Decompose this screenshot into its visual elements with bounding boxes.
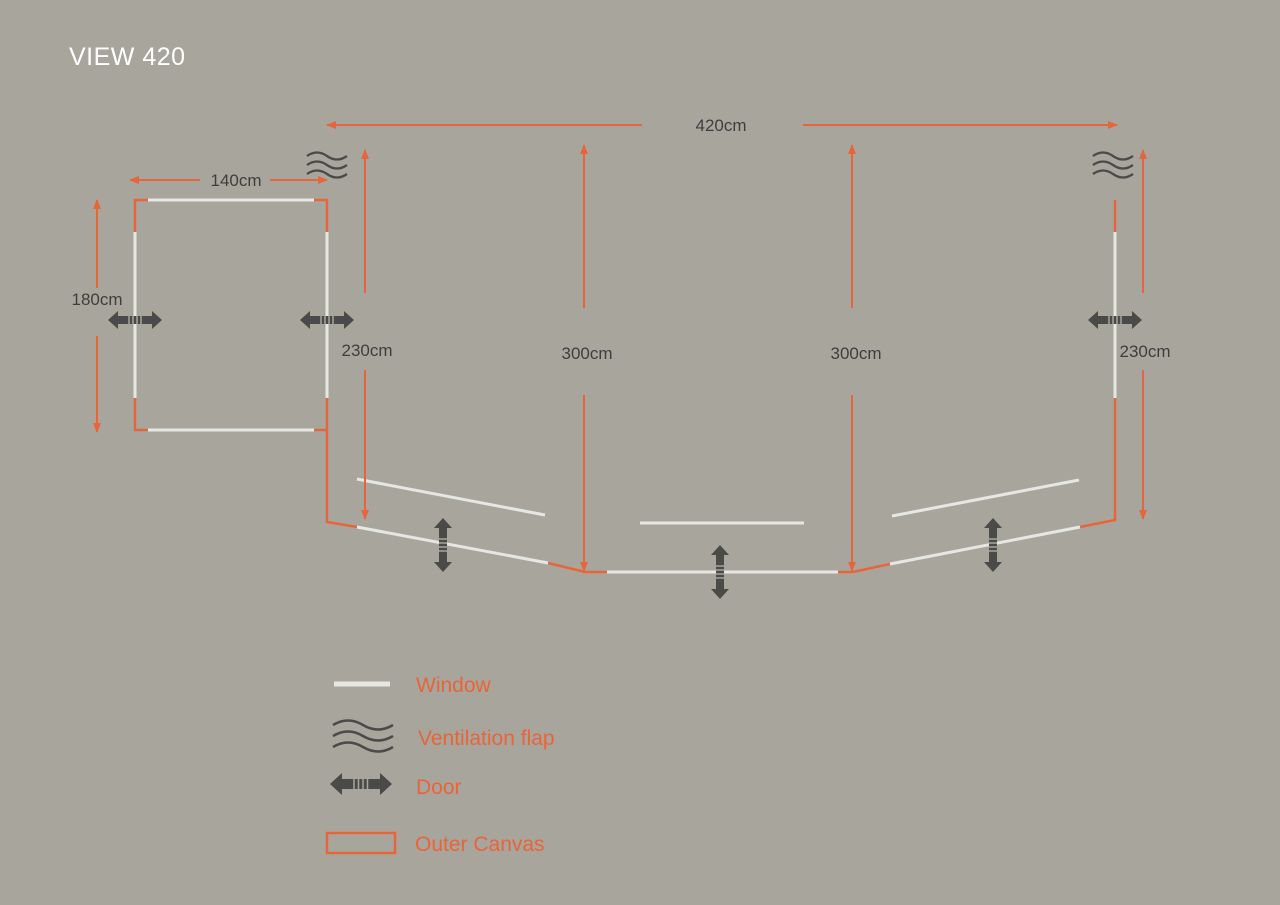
awning-windows xyxy=(356,232,1117,574)
door-icon xyxy=(108,311,162,329)
dim-center-depth-left: 300cm xyxy=(561,344,612,363)
legend-window-label: Window xyxy=(416,674,492,697)
door-icon xyxy=(711,545,729,599)
dim-side-depth-right: 230cm xyxy=(1119,342,1170,361)
door-icon xyxy=(300,311,354,329)
ventilation-flap-icon xyxy=(1092,151,1134,179)
legend-door-label: Door xyxy=(416,776,462,799)
annex-windows xyxy=(133,198,329,432)
dim-annex-depth: 180cm xyxy=(71,290,122,309)
legend: Window Ventilation flap Door Outer Canva… xyxy=(325,674,555,856)
annex-outer-canvas xyxy=(133,198,329,432)
door-icon xyxy=(330,773,392,795)
legend-outer-canvas-label: Outer Canvas xyxy=(415,833,545,856)
page-title: VIEW 420 xyxy=(69,43,186,71)
dim-side-depth-left: 230cm xyxy=(341,341,392,360)
ventilation-flap-icon xyxy=(332,719,394,753)
dim-center-depth-right: 300cm xyxy=(830,344,881,363)
legend-ventilation-label: Ventilation flap xyxy=(418,727,555,750)
awning-outer-canvas xyxy=(325,200,1117,574)
dimension-lines xyxy=(93,121,1147,572)
legend-outer-canvas-swatch xyxy=(325,831,397,855)
dim-total-width: 420cm xyxy=(695,116,746,135)
annex xyxy=(133,198,329,432)
ventilation-flap-icon xyxy=(306,151,348,179)
door-icon xyxy=(984,518,1002,572)
door-icon xyxy=(434,518,452,572)
door-icon xyxy=(1088,311,1142,329)
dim-annex-width: 140cm xyxy=(210,171,261,190)
